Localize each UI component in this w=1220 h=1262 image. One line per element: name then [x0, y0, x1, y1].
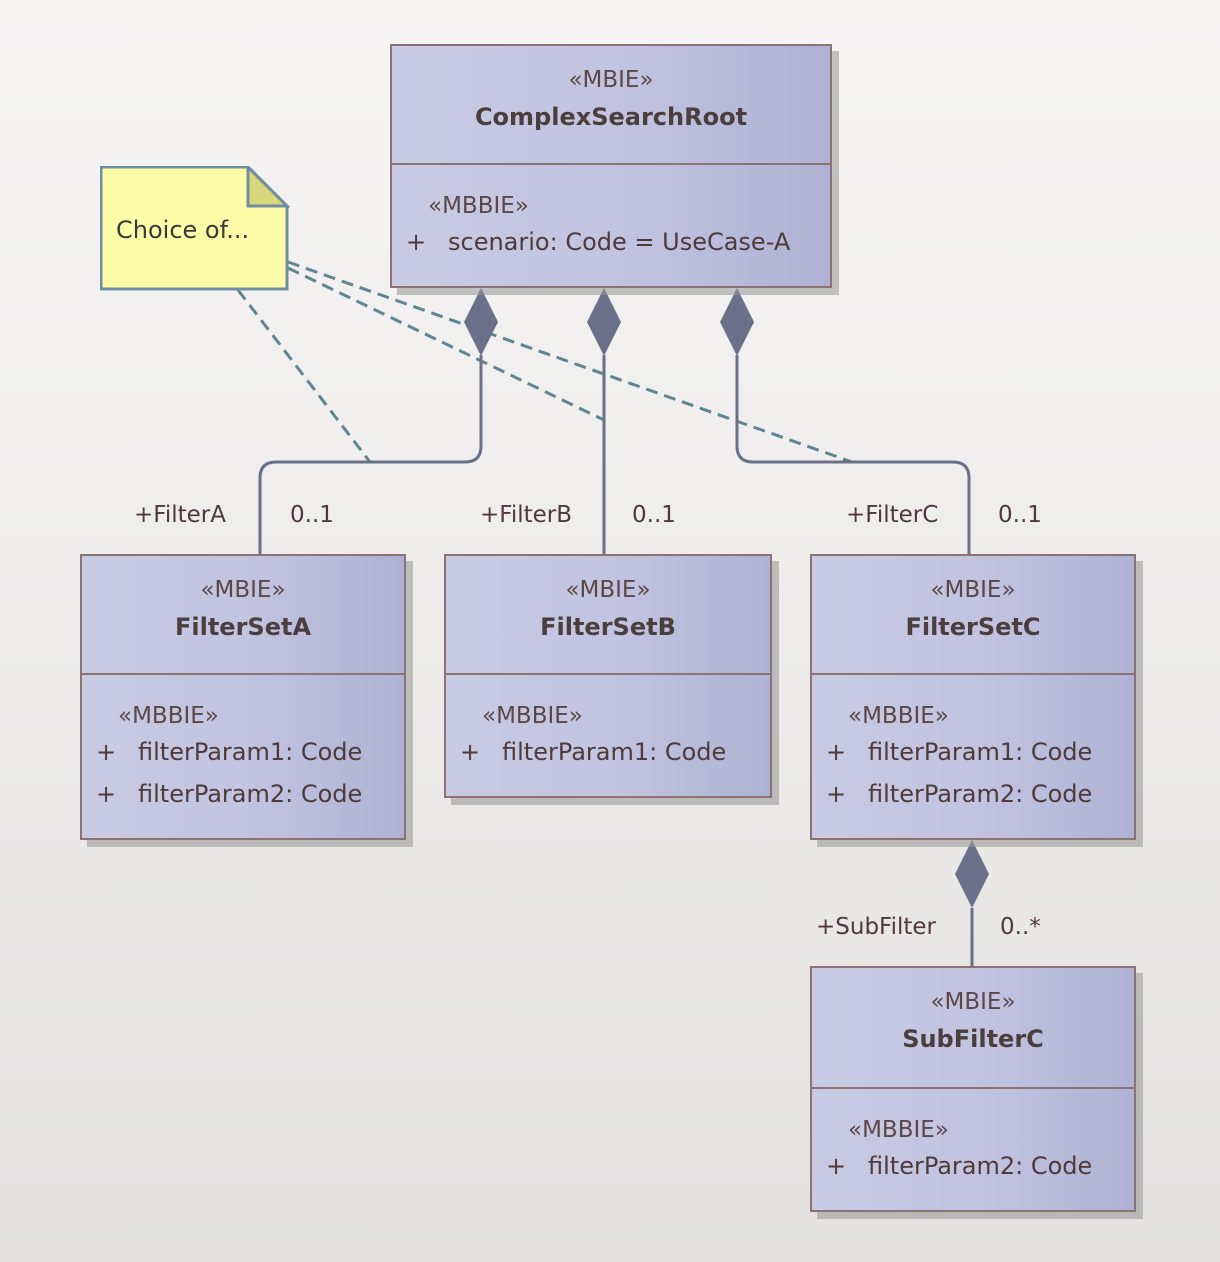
class-name: ComplexSearchRoot — [474, 103, 748, 131]
class-sub-filter-c[interactable]: «MBIE» SubFilterC «MBBIE» + filterParam2… — [810, 966, 1136, 1212]
attributes-compartment: «MBBIE» + filterParam1: Code + filterPar… — [812, 675, 1134, 815]
composition-diamond-icon — [720, 288, 754, 356]
class-name: FilterSetC — [905, 613, 1041, 641]
class-header: «MBIE» ComplexSearchRoot — [392, 46, 830, 165]
class-stereotype: «MBIE» — [200, 577, 286, 603]
note-shape — [100, 166, 290, 291]
composition-diamond-icon — [464, 288, 498, 356]
class-name: FilterSetB — [540, 613, 676, 641]
visibility-public: + — [826, 780, 847, 808]
class-stereotype: «MBIE» — [568, 67, 654, 93]
attribute-text: filterParam2: Code — [868, 1152, 1093, 1180]
note-text: Choice of... — [116, 216, 250, 244]
attribute-text: filterParam2: Code — [138, 780, 363, 808]
composition-diamond-icon — [955, 840, 989, 908]
class-filter-set-b[interactable]: «MBIE» FilterSetB «MBBIE» + filterParam1… — [444, 554, 772, 798]
class-name: SubFilterC — [902, 1025, 1044, 1053]
attributes-compartment: «MBBIE» + filterParam2: Code — [812, 1089, 1134, 1187]
role-label-subfilter: +SubFilter — [816, 914, 937, 940]
note-choice-of[interactable]: Choice of... — [100, 166, 290, 291]
attribute-stereotype: «MBBIE» — [848, 703, 949, 729]
class-complex-search-root[interactable]: «MBIE» ComplexSearchRoot «MBBIE» + scena… — [390, 44, 832, 288]
visibility-public: + — [460, 738, 481, 766]
attribute-stereotype: «MBBIE» — [428, 193, 529, 219]
attribute-row[interactable]: + filterParam2: Code — [812, 1145, 1134, 1187]
class-header: «MBIE» SubFilterC — [812, 968, 1134, 1089]
attribute-row[interactable]: + filterParam2: Code — [82, 773, 404, 815]
attributes-compartment: «MBBIE» + scenario: Code = UseCase-A — [392, 165, 830, 263]
class-header: «MBIE» FilterSetC — [812, 556, 1134, 675]
attributes-compartment: «MBBIE» + filterParam1: Code — [446, 675, 770, 773]
note-link-c[interactable] — [287, 260, 853, 464]
attributes-compartment: «MBBIE» + filterParam1: Code + filterPar… — [82, 675, 404, 815]
class-stereotype: «MBIE» — [565, 577, 651, 603]
multiplicity-filter-b: 0..1 — [632, 502, 676, 528]
association-filter-a[interactable] — [258, 355, 483, 554]
multiplicity-filter-c: 0..1 — [998, 502, 1042, 528]
visibility-public: + — [826, 738, 847, 766]
role-label-filter-b: +FilterB — [480, 502, 573, 528]
multiplicity-filter-a: 0..1 — [290, 502, 334, 528]
class-name: FilterSetA — [174, 613, 312, 641]
composition-diamond-icon — [587, 288, 621, 356]
association-filter-c[interactable] — [735, 355, 971, 554]
note-link-b[interactable] — [287, 266, 605, 422]
attribute-row[interactable]: + scenario: Code = UseCase-A — [392, 221, 830, 263]
attribute-text: filterParam2: Code — [868, 780, 1093, 808]
visibility-public: + — [826, 1152, 847, 1180]
class-stereotype: «MBIE» — [930, 989, 1016, 1015]
visibility-public: + — [406, 228, 427, 256]
role-label-filter-a: +FilterA — [134, 502, 226, 528]
attribute-row[interactable]: + filterParam1: Code — [446, 731, 770, 773]
multiplicity-subfilter: 0..* — [1000, 914, 1041, 940]
class-header: «MBIE» FilterSetA — [82, 556, 404, 675]
visibility-public: + — [96, 738, 117, 766]
class-filter-set-a[interactable]: «MBIE» FilterSetA «MBBIE» + filterParam1… — [80, 554, 406, 840]
attribute-row[interactable]: + filterParam1: Code — [812, 731, 1134, 773]
role-label-filter-c: +FilterC — [846, 502, 939, 528]
attribute-text: filterParam1: Code — [868, 738, 1093, 766]
class-header: «MBIE» FilterSetB — [446, 556, 770, 675]
attribute-row[interactable]: + filterParam1: Code — [82, 731, 404, 773]
visibility-public: + — [96, 780, 117, 808]
attribute-stereotype: «MBBIE» — [848, 1117, 949, 1143]
attribute-stereotype: «MBBIE» — [482, 703, 583, 729]
note-link-a[interactable] — [236, 289, 372, 463]
attribute-row[interactable]: + filterParam2: Code — [812, 773, 1134, 815]
class-filter-set-c[interactable]: «MBIE» FilterSetC «MBBIE» + filterParam1… — [810, 554, 1136, 840]
attribute-text: scenario: Code = UseCase-A — [448, 228, 791, 256]
attribute-text: filterParam1: Code — [502, 738, 727, 766]
attribute-stereotype: «MBBIE» — [118, 703, 219, 729]
attribute-text: filterParam1: Code — [138, 738, 363, 766]
class-stereotype: «MBIE» — [930, 577, 1016, 603]
